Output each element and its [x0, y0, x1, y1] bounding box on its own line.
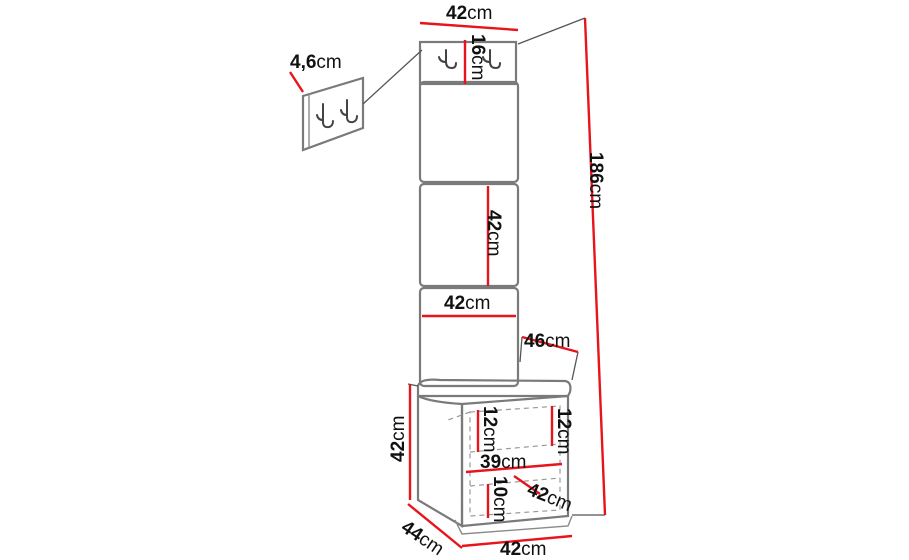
- dim-total-height: [583, 17, 607, 516]
- dim-inner-depth: [513, 475, 541, 495]
- dim-seat-depth: [521, 335, 579, 354]
- dim-hanger-depth: [288, 71, 305, 93]
- dim-bench-width: [461, 534, 573, 548]
- label-shelf-upper-right: 12cm: [553, 408, 574, 454]
- lower-wall-panel: [418, 286, 520, 388]
- label-panel-height: 42cm: [483, 210, 504, 256]
- dim-bench-depth: [407, 503, 463, 549]
- middle-wall-panel: [418, 182, 520, 288]
- shoe-bench: [416, 378, 573, 535]
- upper-wall-panel: [418, 80, 520, 184]
- label-total-height: 186cm: [585, 152, 606, 209]
- coat-hook-icon: [482, 49, 501, 70]
- coat-hook-icon: [340, 99, 358, 124]
- label-panel-width: 42cm: [444, 293, 490, 314]
- label-seat-depth: 46cm: [524, 331, 570, 352]
- label-shelf-upper-left: 12cm: [479, 406, 500, 452]
- dim-top-width: [419, 21, 519, 32]
- label-top-panel-height: 16cm: [467, 34, 488, 80]
- label-top-width: 42cm: [446, 3, 492, 24]
- label-inner-width: 39cm: [480, 452, 526, 473]
- coat-hook-icon: [316, 103, 334, 129]
- label-shelf-lower: 10cm: [489, 476, 510, 522]
- leader-lines: [407, 17, 605, 516]
- label-bench-depth: 44cm: [397, 517, 447, 560]
- hanger-detail: [301, 49, 423, 152]
- dimension-lines: [288, 17, 607, 549]
- top-hook-panel: [418, 40, 518, 86]
- dim-inner-width: [465, 462, 563, 474]
- label-bench-height: 42cm: [388, 416, 409, 462]
- coat-hook-icon: [438, 49, 457, 70]
- label-hanger-depth: 4,6cm: [290, 52, 342, 73]
- label-bench-width: 42cm: [500, 539, 546, 560]
